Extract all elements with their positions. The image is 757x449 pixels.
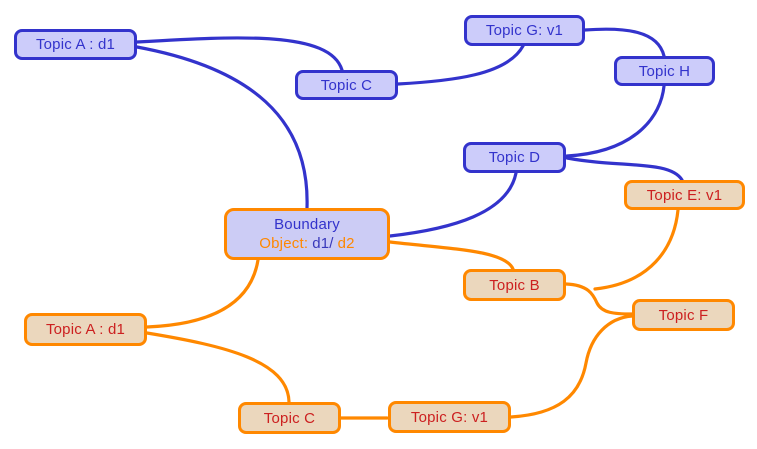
- node-label: Topic H: [638, 62, 691, 80]
- node-topic-b[interactable]: Topic B: [463, 269, 566, 301]
- link-topic-h-topic-d[interactable]: [565, 84, 666, 158]
- node-label: Topic F: [658, 306, 709, 324]
- boundary-object-value2: d2: [337, 235, 355, 252]
- link-boundary-topic-b[interactable]: [388, 240, 515, 271]
- node-topic-g-top[interactable]: Topic G: v1: [464, 15, 585, 46]
- boundary-object-label: Object:: [259, 235, 309, 252]
- link-boundary-topic-a-bottom[interactable]: [145, 258, 260, 329]
- node-topic-c-bottom[interactable]: Topic C: [238, 402, 341, 434]
- boundary-object-value1: d1/: [312, 235, 334, 252]
- link-topic-g-bottom-topic-f[interactable]: [509, 314, 634, 419]
- node-topic-c-top[interactable]: Topic C: [295, 70, 398, 100]
- node-topic-h[interactable]: Topic H: [614, 56, 715, 86]
- node-topic-f[interactable]: Topic F: [632, 299, 735, 331]
- boundary-object-line: Object:d1/d2: [259, 234, 354, 253]
- node-topic-g-bottom[interactable]: Topic G: v1: [388, 401, 511, 433]
- link-topic-a-top-boundary[interactable]: [135, 45, 309, 210]
- link-topic-b-topic-f[interactable]: [564, 282, 634, 316]
- link-topic-c-top-topic-g-top[interactable]: [396, 44, 525, 86]
- link-topic-e-topic-b[interactable]: [593, 208, 680, 291]
- link-topic-a-bottom-topic-c-bottom[interactable]: [145, 331, 291, 404]
- boundary-title: Boundary: [274, 216, 340, 233]
- link-topic-g-top-topic-h[interactable]: [583, 27, 666, 58]
- node-label: Topic G: v1: [485, 22, 564, 39]
- node-topic-d[interactable]: Topic D: [463, 142, 566, 173]
- node-label: Topic A : d1: [35, 36, 116, 53]
- node-topic-e[interactable]: Topic E: v1: [624, 180, 745, 210]
- node-label: Topic E: v1: [646, 186, 723, 204]
- node-label: Topic A : d1: [45, 321, 126, 338]
- node-label: Topic C: [320, 76, 373, 94]
- node-label: Topic C: [263, 409, 316, 427]
- node-boundary-object[interactable]: Boundary Object:d1/d2: [224, 208, 390, 260]
- node-topic-a-top[interactable]: Topic A : d1: [14, 29, 137, 60]
- link-topic-d-topic-e[interactable]: [565, 156, 684, 182]
- link-topic-a-top-topic-c-top[interactable]: [135, 36, 344, 72]
- node-label: Topic G: v1: [410, 408, 489, 426]
- node-label: Topic B: [489, 276, 540, 294]
- link-boundary-topic-d[interactable]: [388, 171, 518, 238]
- node-topic-a-bottom[interactable]: Topic A : d1: [24, 313, 147, 346]
- node-label: Topic D: [488, 149, 541, 166]
